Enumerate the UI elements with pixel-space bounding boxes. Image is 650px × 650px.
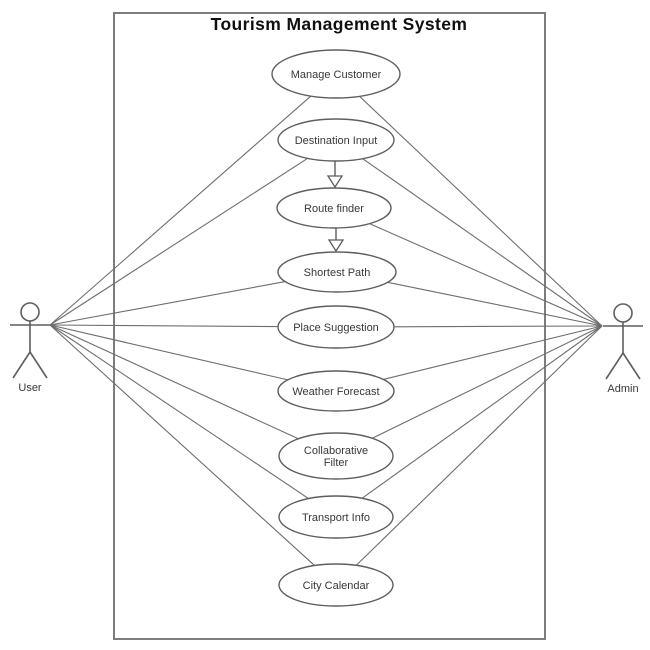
use-case-ellipse <box>277 370 395 412</box>
actor-label: User <box>18 382 42 394</box>
association-admin-route-finder <box>369 223 603 327</box>
association-admin-shortest-path <box>387 281 603 327</box>
use-case-label: Shortest Path <box>304 267 371 279</box>
association-user-shortest-path <box>49 281 286 326</box>
use-case-label: Destination Input <box>295 135 378 147</box>
use-case-route-finder: Route finder <box>276 187 392 229</box>
association-user-transport-info <box>49 324 309 500</box>
actors-layer: User Admin <box>10 302 643 395</box>
association-user-weather-forecast <box>49 324 288 381</box>
use-case-ellipse <box>271 49 401 99</box>
use-case-ellipse <box>276 187 392 229</box>
association-user-manage-customer <box>49 95 312 326</box>
associations-layer <box>49 95 603 566</box>
use-case-ellipse <box>277 305 395 349</box>
actor-label: Admin <box>607 383 638 395</box>
association-admin-collaborative-filter <box>372 325 603 439</box>
use-case-manage-customer: Manage Customer <box>271 49 401 99</box>
use-case-ellipse <box>277 251 397 293</box>
system-title: Tourism Management System <box>211 14 468 34</box>
actor-head-icon <box>613 303 633 323</box>
association-user-collaborative-filter <box>49 324 299 440</box>
use-case-label: Place Suggestion <box>293 322 379 334</box>
actor-head-icon <box>20 302 40 322</box>
actor-right-leg-icon <box>29 351 48 379</box>
use-case-label: Manage Customer <box>291 69 382 81</box>
association-admin-manage-customer <box>359 95 603 327</box>
association-admin-weather-forecast <box>383 325 603 380</box>
actor-user: User <box>10 302 50 394</box>
use-case-ellipse <box>278 432 394 480</box>
flow-arrowhead-icon <box>327 239 345 253</box>
association-admin-city-calendar <box>355 325 603 566</box>
use-case-label: Route finder <box>304 203 364 215</box>
use-case-ellipse <box>278 563 394 607</box>
flow-arrowhead-icon <box>326 175 344 189</box>
flow-route-finder-to-shortest-path <box>327 228 345 253</box>
actor-left-leg-icon <box>605 352 624 380</box>
use-case-place-suggestion: Place Suggestion <box>277 305 395 349</box>
use-case-ellipse <box>278 495 394 539</box>
use-case-city-calendar: City Calendar <box>278 563 394 607</box>
use-case-label: Weather Forecast <box>292 386 379 398</box>
use-case-label: City Calendar <box>303 580 370 592</box>
actor-admin: Admin <box>603 303 643 395</box>
actor-left-leg-icon <box>12 351 31 379</box>
use-case-label: Transport Info <box>302 512 370 524</box>
association-admin-place-suggestion <box>393 325 603 328</box>
association-admin-transport-info <box>361 325 603 499</box>
association-user-destination-input <box>49 157 308 326</box>
use-case-ellipse <box>277 118 395 162</box>
flow-destination-input-to-route-finder <box>326 161 344 189</box>
association-user-city-calendar <box>49 324 315 566</box>
use-case-shortest-path: Shortest Path <box>277 251 397 293</box>
use-case-destination-input: Destination Input <box>277 118 395 162</box>
association-user-place-suggestion <box>49 324 279 328</box>
use-case-transport-info: Transport Info <box>278 495 394 539</box>
actor-right-leg-icon <box>622 352 641 380</box>
use-case-weather-forecast: Weather Forecast <box>277 370 395 412</box>
flow-arrows-layer <box>326 161 345 253</box>
association-admin-destination-input <box>362 158 603 327</box>
